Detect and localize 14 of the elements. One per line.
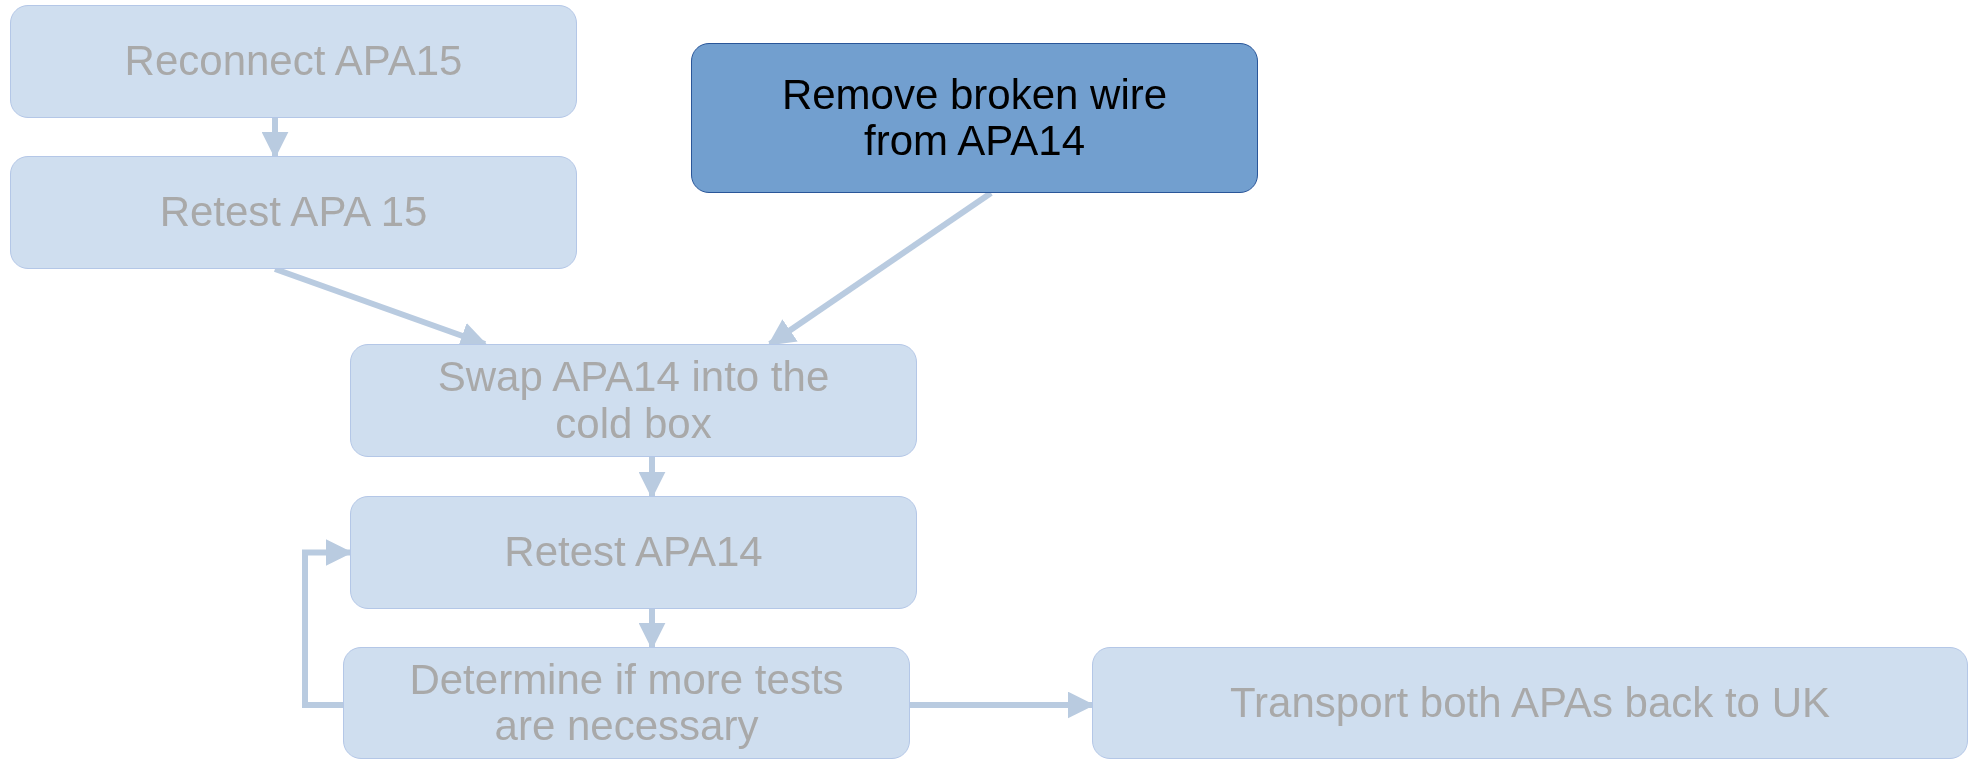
box-label: Remove broken wire from APA14	[780, 71, 1169, 165]
box-label: Retest APA 15	[159, 189, 428, 236]
process-box	[1092, 647, 1968, 759]
box-label: Swap APA14 into the cold box	[436, 354, 831, 447]
process-box	[350, 496, 917, 609]
process-box	[343, 647, 910, 759]
highlighted-process-box	[691, 43, 1258, 193]
process-box	[10, 5, 577, 118]
process-box	[350, 344, 917, 457]
process-box	[10, 156, 577, 269]
box-label: Transport both APAs back to UK	[1230, 679, 1830, 727]
box-label: Determine if more tests are necessary	[408, 656, 845, 750]
box-label: Retest APA14	[504, 529, 763, 576]
box-label: Reconnect APA15	[124, 38, 463, 85]
